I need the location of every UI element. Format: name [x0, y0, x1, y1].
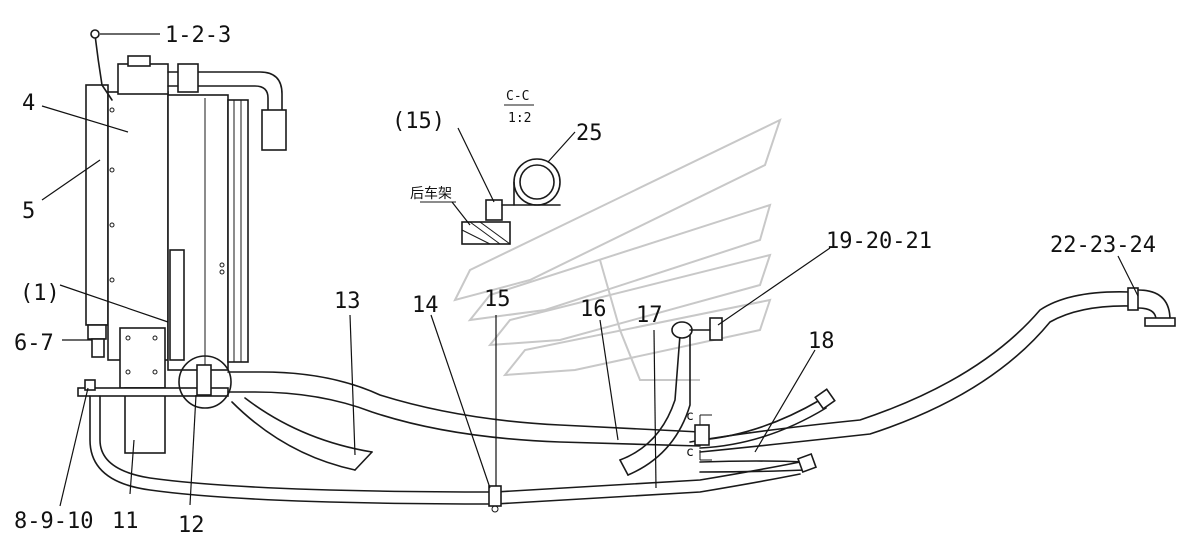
label-11: 11 [112, 509, 139, 534]
label-1-2-3: 1-2-3 [165, 23, 231, 48]
radiator-tank [107, 91, 169, 361]
section-cc-detail [420, 104, 561, 245]
c-mark-bottom: c [686, 445, 694, 460]
label-paren-15: (15) [392, 109, 445, 134]
leader-lines [41, 33, 1139, 507]
label-rear-frame: 后车架 [410, 185, 452, 202]
fan-shroud [227, 99, 249, 363]
label-5: 5 [22, 199, 35, 224]
label-4: 4 [22, 91, 35, 116]
bracket-plate [169, 249, 185, 361]
side-bar [85, 84, 109, 326]
label-18: 18 [808, 329, 835, 354]
label-25: 25 [576, 121, 603, 146]
section-cc-title: C-C [506, 89, 529, 104]
label-12: 12 [178, 513, 205, 538]
mount-lower [124, 387, 166, 454]
label-16: 16 [580, 297, 607, 322]
label-14: 14 [412, 293, 439, 318]
outlet-hose-end [261, 109, 287, 151]
rear-frame-section [461, 221, 511, 245]
label-22-23-24: 22-23-24 [1050, 233, 1156, 258]
detail-circle-12 [178, 355, 232, 409]
label-17: 17 [636, 303, 663, 328]
c-mark-top: c [686, 409, 694, 424]
part-labels: 1-2-3 4 5 (1) 6-7 8-9-10 11 12 13 14 15 … [14, 23, 1156, 538]
clamp-top [177, 63, 199, 93]
label-8-9-10: 8-9-10 [14, 509, 93, 534]
radiator-assembly [77, 29, 287, 454]
label-15: 15 [484, 287, 511, 312]
label-13: 13 [334, 289, 361, 314]
filler-neck [117, 63, 169, 95]
filler-cap [127, 55, 151, 67]
section-cc-scale: 1:2 [508, 111, 531, 126]
hose-lines [89, 287, 1176, 513]
label-19-20-21: 19-20-21 [826, 229, 932, 254]
label-6-7: 6-7 [14, 331, 54, 356]
label-paren-1: (1) [20, 281, 60, 306]
watermark-logo [453, 118, 782, 381]
